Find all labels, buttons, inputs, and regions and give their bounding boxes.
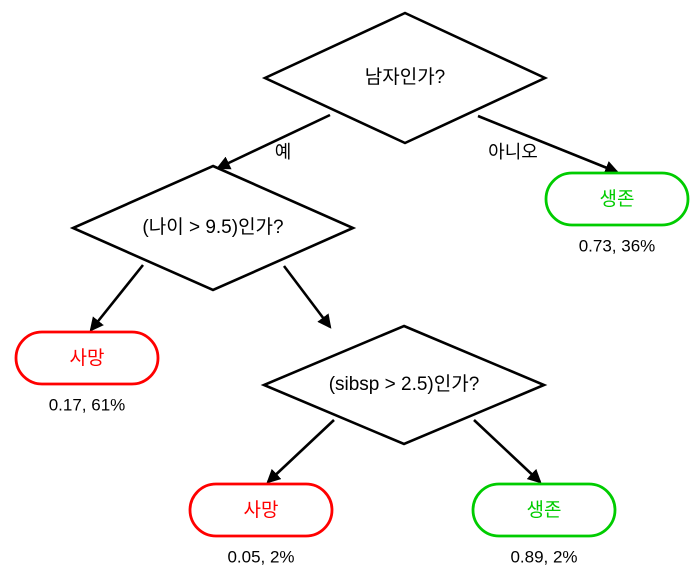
edge-label-root-no: 아니오 [488,142,538,162]
tree-edge-root-no [477,114,620,175]
tree-edge-sibsp-right [473,419,542,484]
tree-edge-sibsp-left [266,419,335,484]
leaf-node-caption-leaf_died_bottom: 0.05, 2% [227,547,294,566]
leaf-node-label-leaf_died_bottom: 사망 [244,499,279,521]
leaf-node-caption-leaf_died_left: 0.17, 61% [49,395,126,414]
tree-edge-root-yes [215,113,331,170]
leaf-node-leaf_died_left[interactable] [14,330,160,386]
decision-node-label-age: (나이 > 9.5)인가? [142,216,283,238]
leaf-node-leaf_died_bottom[interactable] [188,482,334,538]
leaf-node-leaf_survived_top[interactable] [544,171,690,227]
decision-node-root[interactable] [261,11,549,145]
leaf-node-caption-leaf_survived_top: 0.73, 36% [579,236,656,255]
decision-node-age[interactable] [69,164,357,292]
leaf-node-label-leaf_survived_bottom: 생존 [527,499,562,521]
leaf-node-label-leaf_died_left: 사망 [70,347,105,369]
nodes-layer: 남자인가? (나이 > 9.5)인가? (sibsp > 2.5)인가? 생존 0.73… [14,11,690,566]
leaf-node-label-leaf_survived_top: 생존 [600,188,635,210]
decision-node-sibsp[interactable] [260,324,548,446]
leaf-node-leaf_survived_bottom[interactable] [471,482,617,538]
edges-layer [89,113,620,484]
edge-label-root-yes: 예 [275,142,292,162]
tree-edge-age-right [282,265,332,329]
tree-edge-age-left [89,264,145,332]
decision-node-label-root: 남자인가? [365,66,446,88]
decision-node-label-sibsp: (sibsp > 2.5)인가? [329,373,480,395]
leaf-node-caption-leaf_survived_bottom: 0.89, 2% [510,547,577,566]
edge-labels-layer: 예 아니오 [275,142,538,162]
